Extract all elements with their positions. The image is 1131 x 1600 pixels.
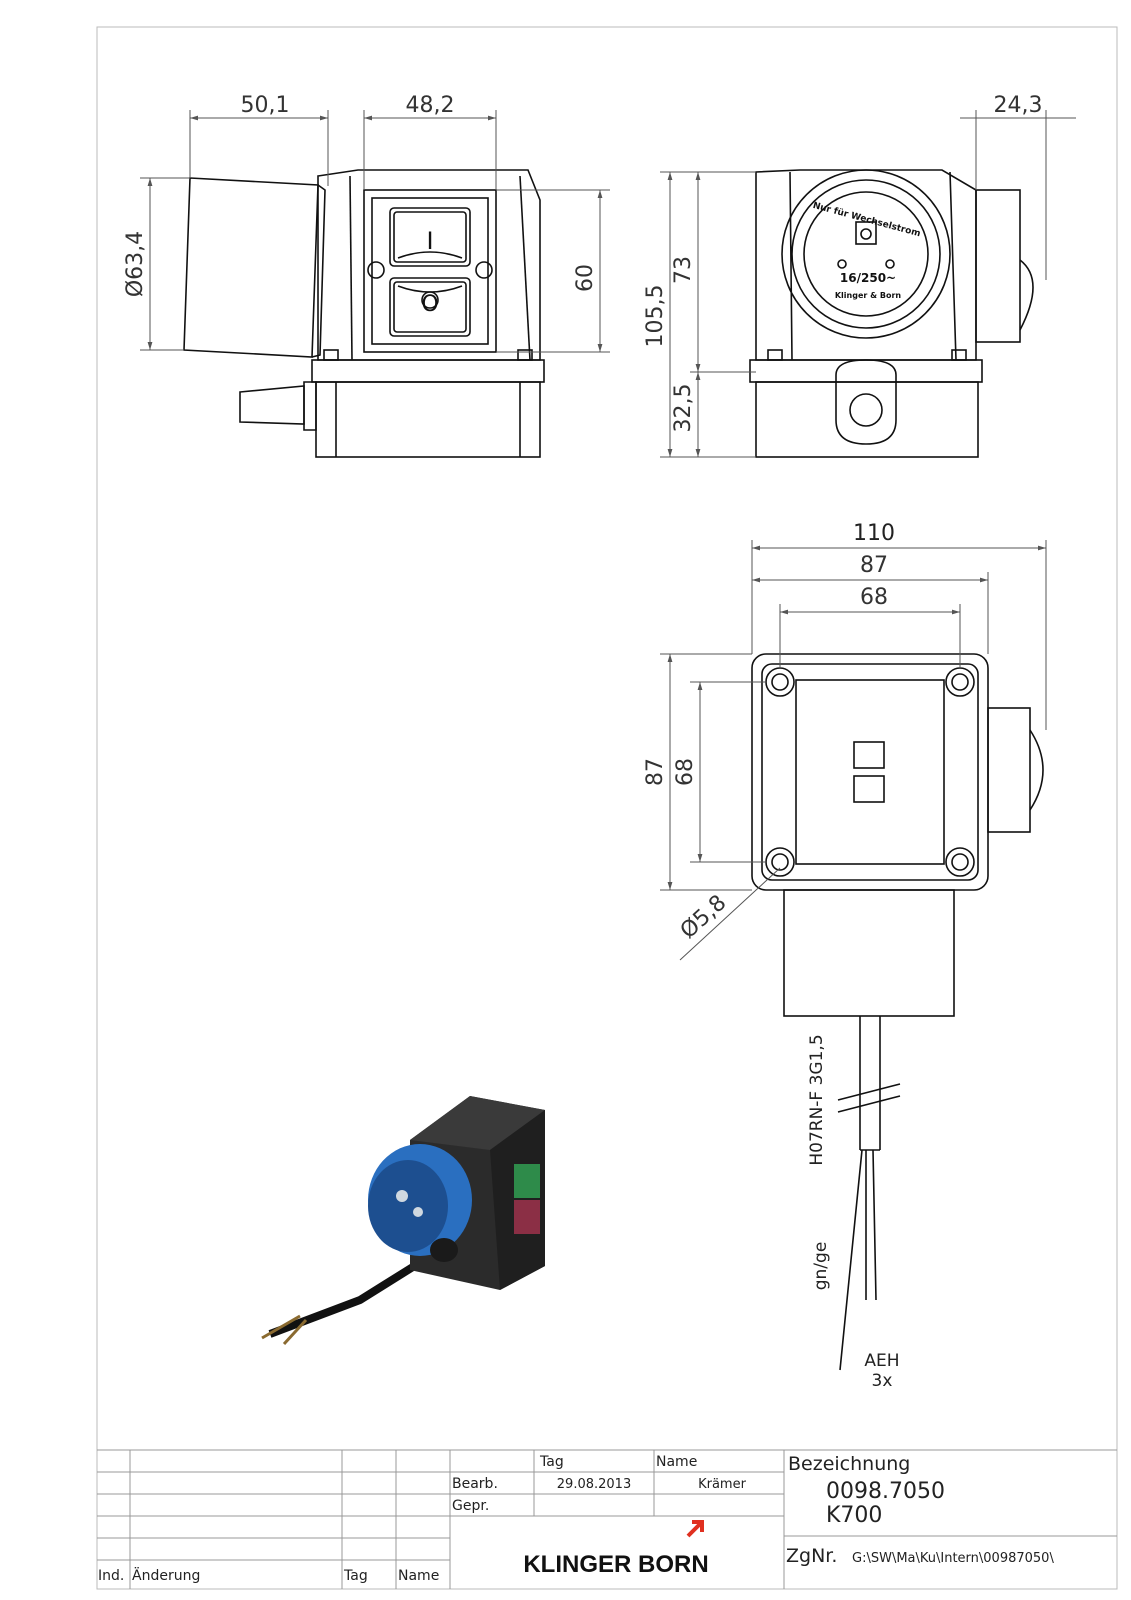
dim-lower-height: 32,5 <box>671 384 696 433</box>
tb-rev-name: Name <box>398 1568 439 1584</box>
dim-overall-width: 110 <box>853 521 895 546</box>
tb-part-name: K700 <box>826 1503 882 1528</box>
tb-rev-ind: Ind. <box>98 1568 124 1584</box>
dim-depth-plug: 24,3 <box>994 93 1043 118</box>
socket-brand: Klinger & Born <box>835 291 902 300</box>
tb-row-bearb: Bearb. <box>452 1476 498 1492</box>
tb-zgnr-path: G:\SW\Ma\Ku\Intern\00987050\ <box>852 1551 1054 1566</box>
side-view <box>749 169 1034 458</box>
tb-col-tag: Tag <box>539 1454 564 1470</box>
ferrule-label: AEH <box>864 1351 899 1371</box>
switch-on-symbol: I <box>426 227 433 255</box>
tb-row-gepr: Gepr. <box>452 1498 489 1514</box>
dim-diameter: Ø63,4 <box>123 231 148 297</box>
cable-type: H07RN-F 3G1,5 <box>807 1034 827 1165</box>
company-logo: KLINGER BORN <box>523 1520 709 1578</box>
ferrule-count: 3x <box>872 1371 893 1391</box>
tb-col-name: Name <box>656 1454 697 1470</box>
dim-height-switch: 60 <box>573 264 598 292</box>
wire-color: gn/ge <box>811 1242 831 1291</box>
company-name: KLINGER BORN <box>523 1551 708 1578</box>
dim-upper-height: 73 <box>671 256 696 284</box>
dim-width-switch: 48,2 <box>406 93 455 118</box>
tb-bearb-name: Krämer <box>698 1477 746 1492</box>
tb-part-number: 0098.7050 <box>826 1479 945 1504</box>
switch-off-symbol: O <box>421 292 438 317</box>
tb-rev-change: Änderung <box>132 1566 200 1584</box>
tb-rev-tag: Tag <box>343 1568 368 1584</box>
dim-hole-spacing-y: 68 <box>673 758 698 786</box>
isometric-product-render <box>261 1096 545 1346</box>
dim-body-height: 87 <box>643 758 668 786</box>
tb-bearb-date: 29.08.2013 <box>557 1477 631 1492</box>
title-block <box>97 1449 1117 1589</box>
tb-zgnr-label: ZgNr. <box>786 1545 837 1567</box>
tb-bezeichnung-label: Bezeichnung <box>788 1453 910 1475</box>
dim-hole-spacing-x: 68 <box>860 585 888 610</box>
dim-width-left: 50,1 <box>241 93 290 118</box>
dim-body-width: 87 <box>860 553 888 578</box>
top-view <box>751 653 1044 1371</box>
socket-rating: 16/250~ <box>840 271 896 285</box>
front-view <box>183 169 545 458</box>
dim-hole-diameter: Ø5,8 <box>676 890 732 944</box>
sheet-border <box>96 26 1118 1590</box>
dim-total-height: 105,5 <box>643 285 668 348</box>
